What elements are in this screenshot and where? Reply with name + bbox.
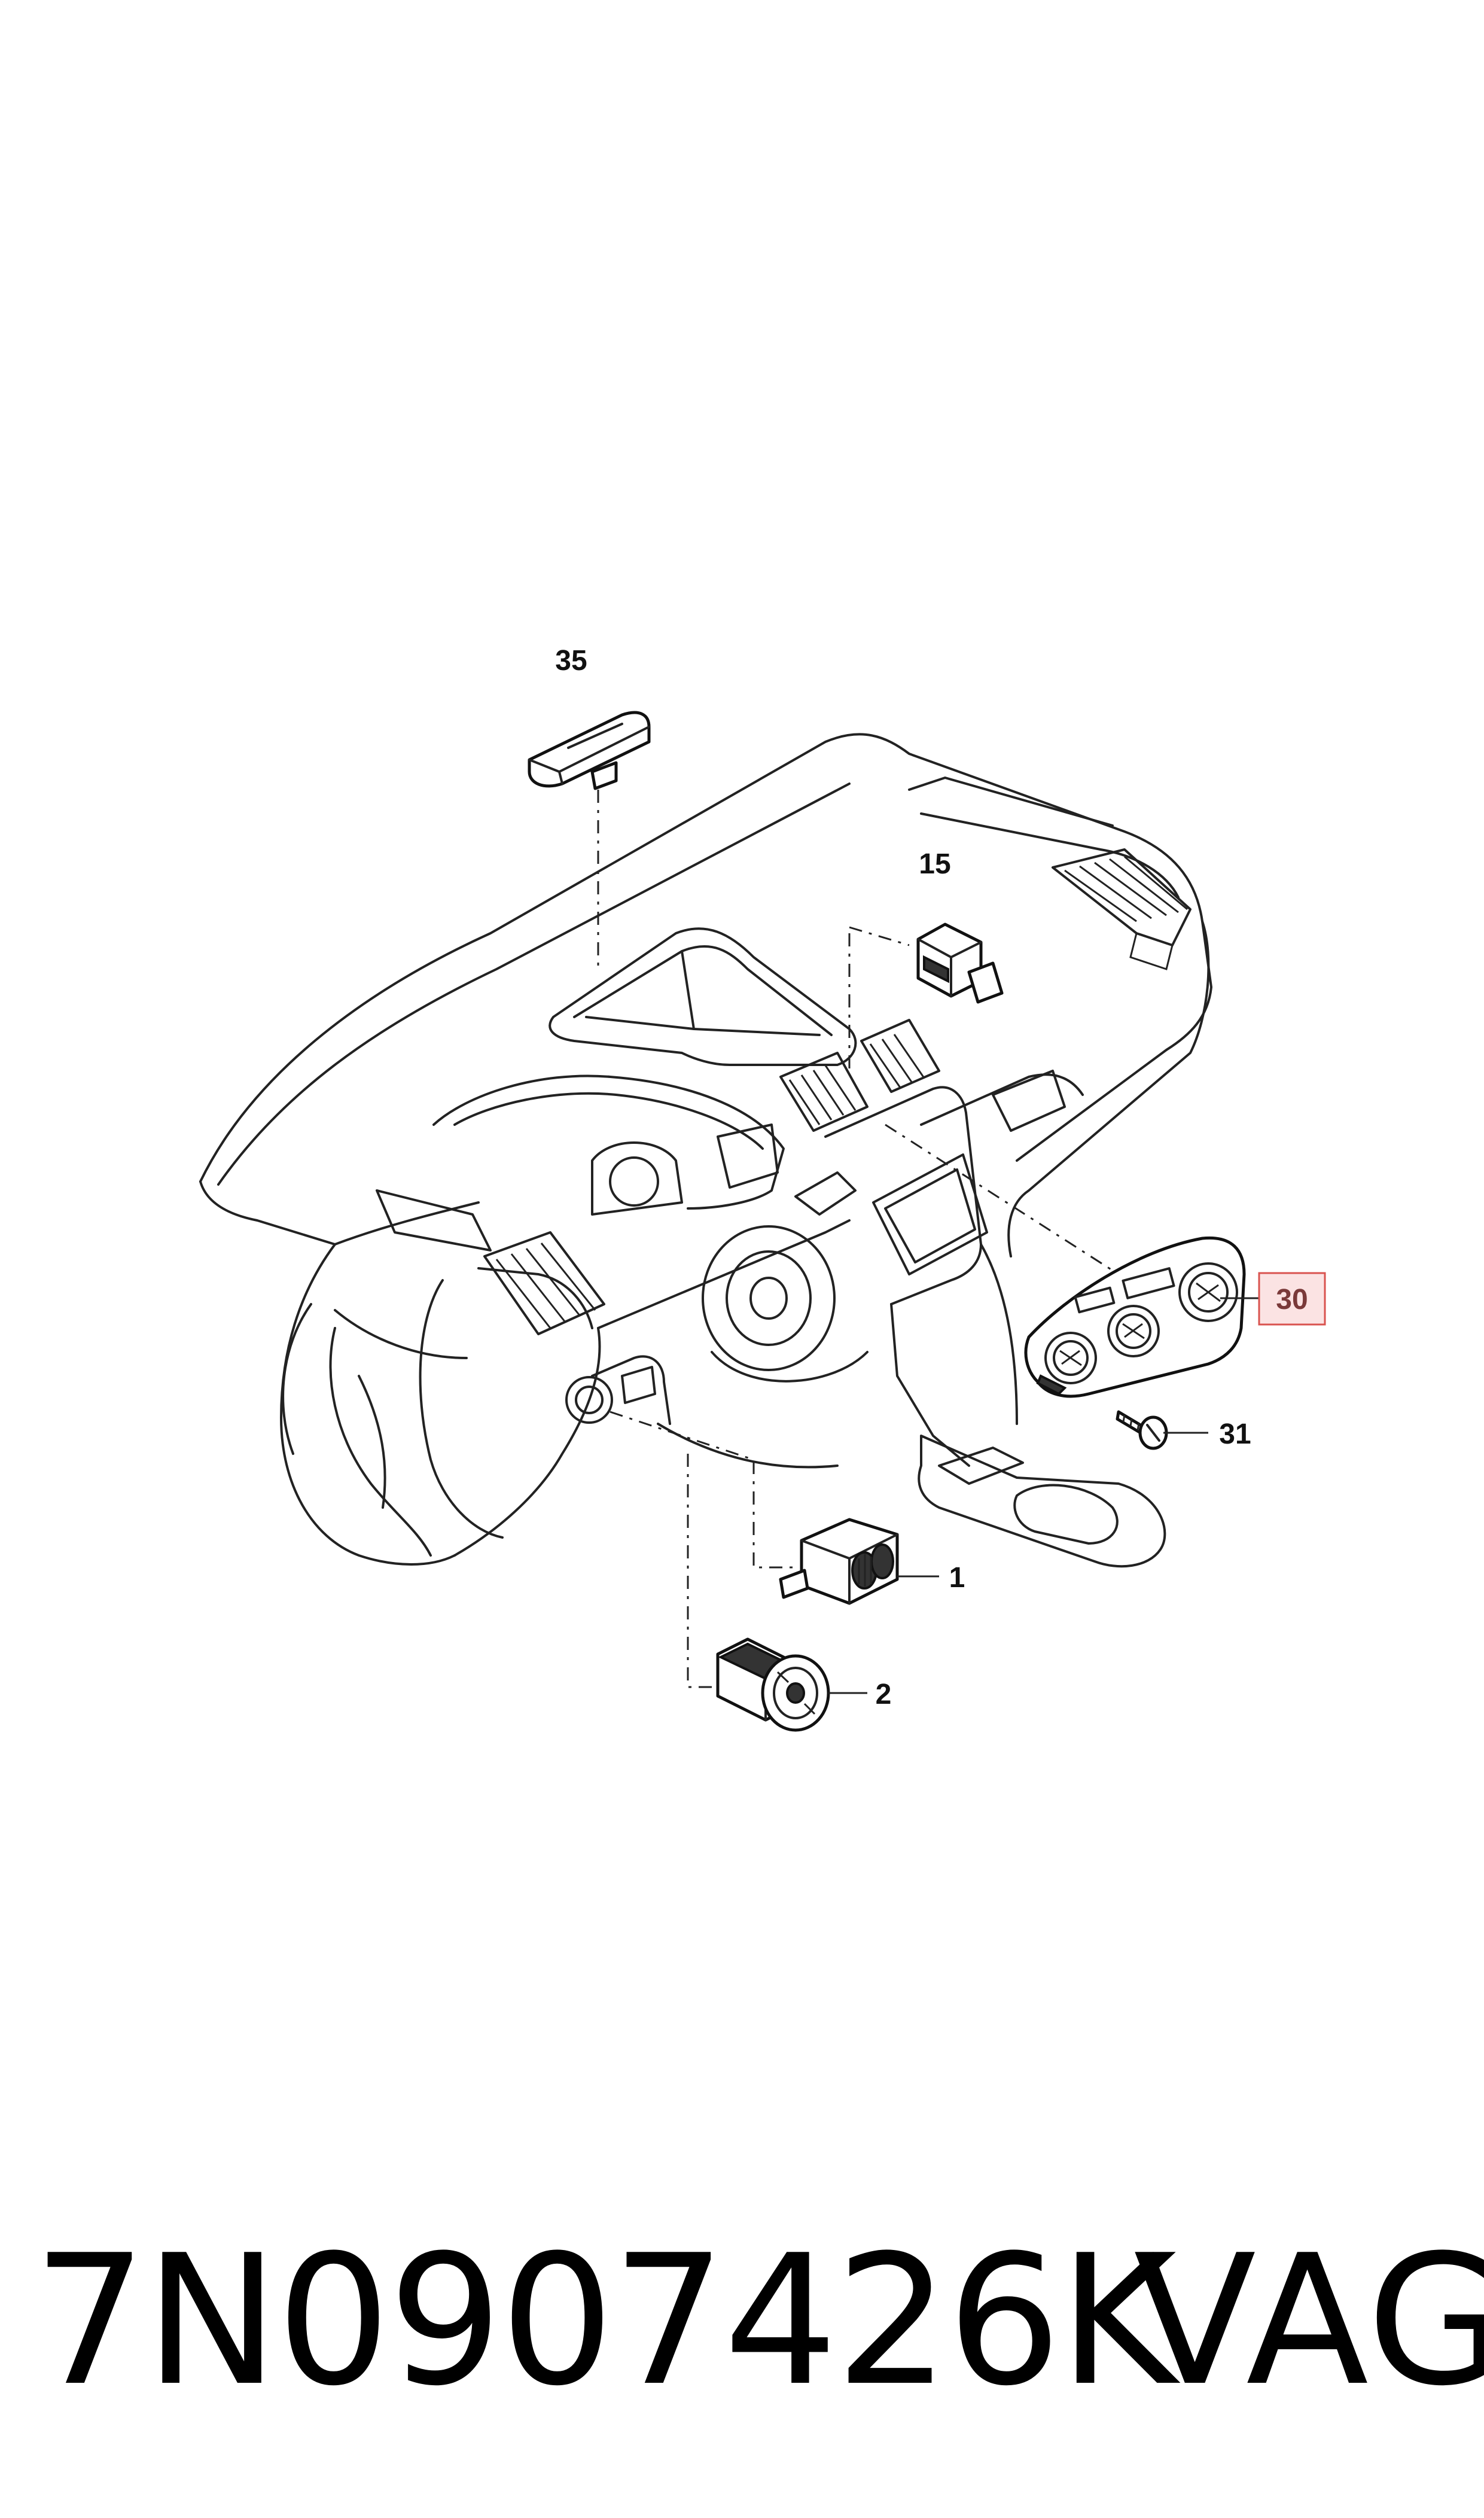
- callout-2[interactable]: 2: [876, 1679, 892, 1710]
- instrument-cluster: [432, 1074, 785, 1216]
- part-15-switch[interactable]: [916, 922, 1004, 1004]
- callout-31[interactable]: 31: [1219, 1418, 1251, 1450]
- callout-leaders: [828, 1297, 1262, 1694]
- steering-column: [702, 1171, 869, 1383]
- callout-30-highlight: [1258, 1272, 1326, 1326]
- part-2-light-switch[interactable]: [716, 1637, 830, 1732]
- center-vents: [779, 1019, 940, 1132]
- part-1-switch[interactable]: [779, 1518, 899, 1605]
- callout-15[interactable]: 15: [919, 848, 950, 880]
- dashboard-outline: [199, 733, 1212, 1568]
- center-console: [824, 1086, 1166, 1568]
- brand-name: VAG: [1133, 2216, 1484, 2425]
- part-35-trim-clip[interactable]: [528, 711, 651, 790]
- steering-wheel-fragment: [282, 1303, 468, 1557]
- part-30-climate-control[interactable]: [1024, 1236, 1246, 1398]
- right-vent: [1052, 848, 1192, 970]
- center-display-opening: [548, 927, 857, 1066]
- left-vent: [376, 1189, 605, 1335]
- driver-knee-panel: [280, 1243, 839, 1566]
- part-31-screw[interactable]: [1116, 1410, 1168, 1450]
- callout-35[interactable]: 35: [555, 645, 587, 677]
- callout-30[interactable]: 30: [1276, 1284, 1308, 1316]
- part-number: 7N0907426K: [33, 2216, 1177, 2425]
- leader-lines: [597, 790, 1119, 1688]
- callout-1[interactable]: 1: [949, 1562, 965, 1594]
